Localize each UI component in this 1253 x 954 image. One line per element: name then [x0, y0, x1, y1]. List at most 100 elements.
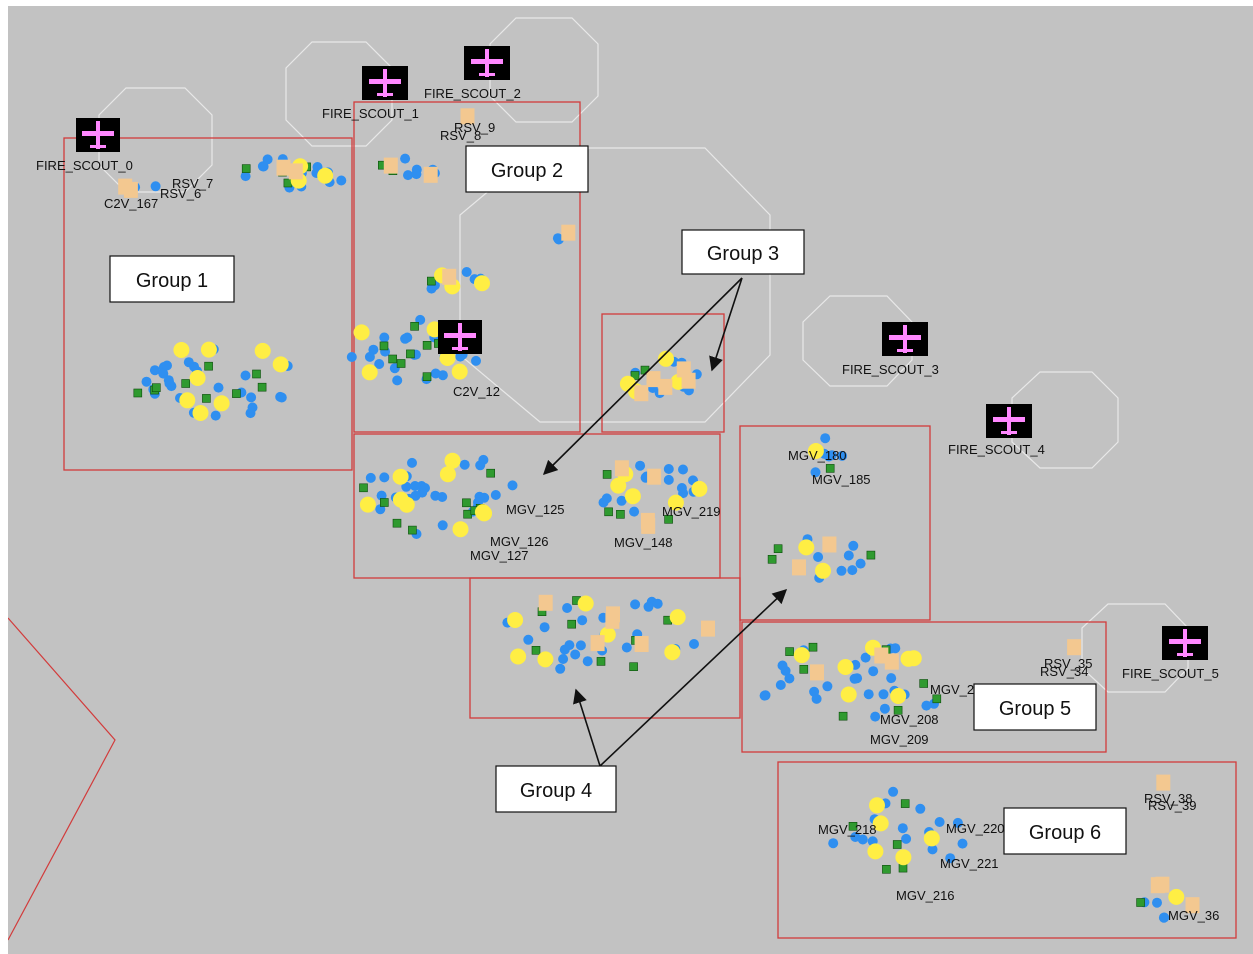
icv-unit-marker[interactable]	[531, 645, 541, 655]
mgv-unit-marker[interactable]	[784, 673, 795, 684]
icv-unit-marker[interactable]	[396, 359, 406, 368]
c2v-unit-marker[interactable]	[840, 686, 857, 703]
mgv-unit-marker[interactable]	[777, 660, 788, 671]
mgv-unit-marker[interactable]	[663, 464, 674, 474]
mgv-unit-marker[interactable]	[164, 378, 175, 389]
mgv-unit-marker[interactable]	[562, 603, 573, 613]
c2v-unit-marker[interactable]	[815, 562, 831, 579]
mgv-unit-marker[interactable]	[402, 332, 413, 343]
rsv-unit-marker[interactable]	[1067, 639, 1082, 656]
mgv-unit-marker[interactable]	[459, 459, 470, 470]
c2v-unit-marker[interactable]	[890, 688, 907, 704]
icv-unit-marker[interactable]	[426, 276, 436, 286]
rsv-unit-marker[interactable]	[647, 468, 662, 485]
c2v-unit-marker[interactable]	[577, 595, 594, 612]
c2v-unit-marker[interactable]	[272, 356, 289, 373]
rsv-unit-marker[interactable]	[614, 460, 629, 477]
icv-unit-marker[interactable]	[379, 341, 389, 351]
group-6-box[interactable]	[777, 761, 1237, 939]
c2v-unit-marker[interactable]	[837, 659, 854, 675]
icv-unit-marker[interactable]	[422, 340, 432, 350]
icv-unit-marker[interactable]	[604, 507, 613, 517]
mgv-unit-marker[interactable]	[848, 540, 859, 551]
c2v-unit-marker[interactable]	[361, 364, 378, 381]
mgv-unit-marker[interactable]	[843, 550, 854, 561]
mgv-unit-marker[interactable]	[346, 352, 357, 362]
group-3-label[interactable]: Group 3	[681, 229, 805, 275]
mgv-unit-marker[interactable]	[162, 360, 172, 371]
mgv-unit-marker[interactable]	[577, 615, 588, 626]
icv-unit-marker[interactable]	[838, 711, 848, 721]
mgv-unit-marker[interactable]	[401, 481, 412, 492]
mgv-unit-marker[interactable]	[210, 410, 221, 421]
icv-unit-marker[interactable]	[406, 349, 415, 359]
mgv-unit-marker[interactable]	[629, 506, 640, 517]
rsv-unit-marker[interactable]	[460, 108, 475, 125]
mgv-unit-marker[interactable]	[826, 450, 837, 461]
mgv-unit-marker[interactable]	[663, 474, 674, 485]
mgv-unit-marker[interactable]	[559, 644, 570, 655]
mgv-unit-marker[interactable]	[407, 457, 417, 468]
icv-unit-marker[interactable]	[283, 178, 293, 188]
fire-scout-2[interactable]: FIRE_SCOUT_2	[424, 46, 521, 101]
mgv-unit-marker[interactable]	[552, 233, 563, 244]
c2v-unit-marker[interactable]	[658, 350, 674, 367]
icv-unit-marker[interactable]	[898, 863, 908, 873]
mgv-unit-marker[interactable]	[570, 649, 581, 660]
c2v-unit-marker[interactable]	[869, 797, 885, 814]
mgv-unit-marker[interactable]	[934, 817, 945, 827]
mgv-unit-marker[interactable]	[183, 357, 194, 368]
rsv-unit-marker[interactable]	[276, 159, 291, 176]
mgv-unit-marker[interactable]	[621, 642, 632, 653]
mgv-unit-marker[interactable]	[246, 392, 257, 403]
mgv-unit-marker[interactable]	[539, 622, 550, 633]
mgv-unit-marker[interactable]	[1158, 912, 1169, 923]
map-canvas[interactable]: RSV_7 RSV_6 RSV_9 RSV_8 RSV_35 RSV_34 RS…	[7, 6, 1253, 954]
mgv-unit-marker[interactable]	[878, 689, 889, 700]
mgv-unit-marker[interactable]	[837, 450, 848, 461]
c2v-unit-marker[interactable]	[173, 342, 190, 358]
mgv-unit-marker[interactable]	[150, 181, 161, 192]
mgv-unit-marker[interactable]	[863, 689, 874, 700]
rsv-unit-marker[interactable]	[538, 594, 553, 611]
c2v-unit-marker[interactable]	[444, 452, 461, 469]
mgv-unit-marker[interactable]	[643, 601, 654, 612]
mgv-unit-marker[interactable]	[1152, 897, 1162, 908]
rsv-unit-marker[interactable]	[640, 512, 655, 529]
c2v-unit-marker[interactable]	[213, 395, 230, 412]
c2v-unit-marker[interactable]	[1168, 888, 1185, 905]
icv-unit-marker[interactable]	[408, 525, 417, 535]
mgv-unit-marker[interactable]	[400, 153, 411, 164]
mgv-unit-marker[interactable]	[857, 834, 868, 845]
mgv-unit-marker[interactable]	[276, 392, 287, 403]
group-1-box[interactable]	[63, 137, 353, 471]
c2v-unit-marker[interactable]	[793, 647, 810, 664]
mgv-unit-marker[interactable]	[775, 680, 786, 690]
mgv-unit-marker[interactable]	[820, 433, 831, 444]
mgv-unit-marker[interactable]	[410, 490, 421, 501]
rsv-unit-marker[interactable]	[884, 653, 899, 670]
c2v-unit-marker[interactable]	[923, 830, 940, 847]
c2v-unit-marker[interactable]	[537, 651, 554, 668]
mgv-unit-marker[interactable]	[471, 355, 481, 366]
fire-scout-4[interactable]: FIRE_SCOUT_4	[948, 404, 1045, 457]
icv-unit-marker[interactable]	[596, 657, 606, 666]
c2v-unit-marker[interactable]	[669, 609, 686, 626]
icv-unit-marker[interactable]	[241, 164, 251, 173]
c2v-unit-marker[interactable]	[254, 342, 271, 359]
mgv-unit-marker[interactable]	[879, 703, 890, 714]
c2v-unit-marker[interactable]	[510, 648, 527, 665]
icv-unit-marker[interactable]	[773, 544, 783, 554]
icv-unit-marker[interactable]	[462, 498, 471, 508]
rsv-unit-marker[interactable]	[590, 635, 605, 652]
mgv-unit-marker[interactable]	[836, 565, 847, 576]
rsv-unit-marker[interactable]	[561, 224, 576, 241]
mgv-unit-marker[interactable]	[437, 370, 448, 381]
mgv-unit-marker[interactable]	[392, 375, 403, 386]
rsv-unit-marker[interactable]	[810, 664, 824, 681]
icv-unit-marker[interactable]	[359, 483, 368, 493]
mgv-unit-marker[interactable]	[240, 370, 251, 381]
mgv-unit-marker[interactable]	[957, 838, 968, 849]
mgv-unit-marker[interactable]	[849, 673, 860, 684]
mgv-unit-marker[interactable]	[630, 599, 641, 610]
